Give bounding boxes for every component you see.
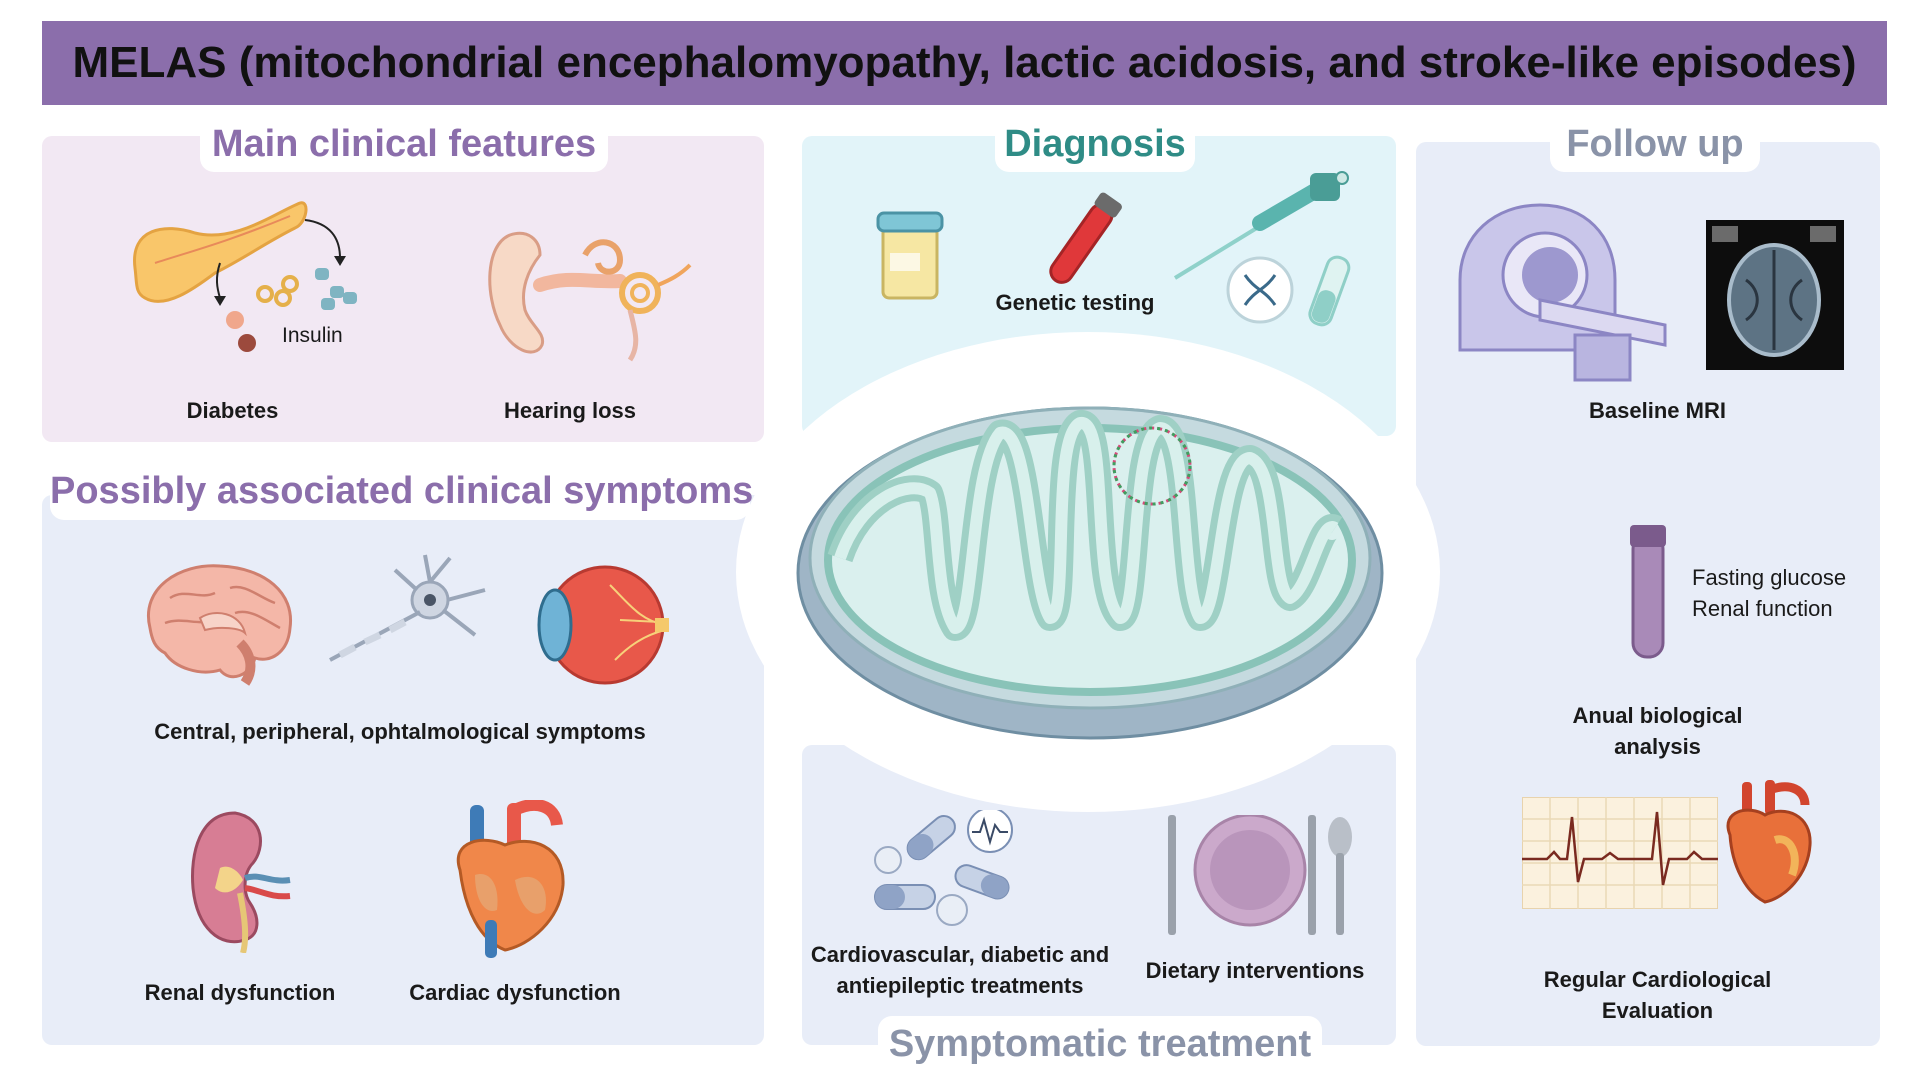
drug-treatments-label-1: Cardiovascular, diabetic and [810,942,1110,967]
mitochondrion-illustration [736,332,1440,812]
renal-dysfunction-label: Renal dysfunction [144,980,336,1005]
pipette-icon [1173,171,1349,280]
genetic-testing-label: Genetic testing [995,290,1155,315]
pancreas-icon [133,201,357,352]
dietary-icon [1168,815,1352,935]
associated-symptoms-heading: Possibly associated clinical symptoms [50,462,753,520]
fasting-glucose-label: Fasting glucose [1692,565,1847,590]
drug-treatments-label-2: antiepileptic treatments [836,973,1084,998]
cardiological-evaluation-label-2: Evaluation [1601,998,1714,1023]
ear-icon [488,231,692,362]
main-features-heading: Main clinical features [200,116,608,172]
anatomical-heart-icon [1726,780,1812,904]
ecg-icon [1522,797,1718,909]
follow-up-heading: Follow up [1550,116,1760,172]
cardiological-evaluation-label-1: Regular Cardiological [1543,967,1772,992]
eye-icon [537,565,669,685]
page-title: MELAS (mitochondrial encephalomyopathy, … [72,38,1857,87]
dietary-interventions-label: Dietary interventions [1145,958,1365,983]
urine-sample-icon [876,211,944,300]
brain-mri-scan-icon [1706,220,1844,370]
annual-biological-label-2: analysis [1614,734,1701,759]
heart-icon [456,800,565,958]
neuro-symptoms-label: Central, peripheral, ophtalmological sym… [154,719,646,744]
mitochondrion-icon [796,406,1384,740]
dna-test-icon [1226,255,1351,327]
insulin-label: Insulin [282,324,343,347]
title-banner: MELAS (mitochondrial encephalomyopathy, … [42,21,1887,105]
kidney-icon [191,811,291,953]
diagnosis-heading: Diagnosis [995,116,1195,172]
annual-biological-label-1: Anual biological [1572,703,1743,728]
blood-tube-icon [1049,192,1122,284]
medication-icon [874,810,1013,926]
mri-scanner-icon [1458,203,1667,382]
baseline-mri-label: Baseline MRI [1589,398,1726,423]
brain-icon [147,564,293,686]
hearing-loss-label: Hearing loss [503,398,637,423]
neuron-icon [329,554,486,662]
diabetes-label: Diabetes [186,398,279,423]
treatment-heading: Symptomatic treatment [878,1016,1322,1072]
renal-function-label: Renal function [1692,596,1833,621]
cardiac-dysfunction-label: Cardiac dysfunction [409,980,621,1005]
blood-sample-tube-icon [1630,525,1666,659]
